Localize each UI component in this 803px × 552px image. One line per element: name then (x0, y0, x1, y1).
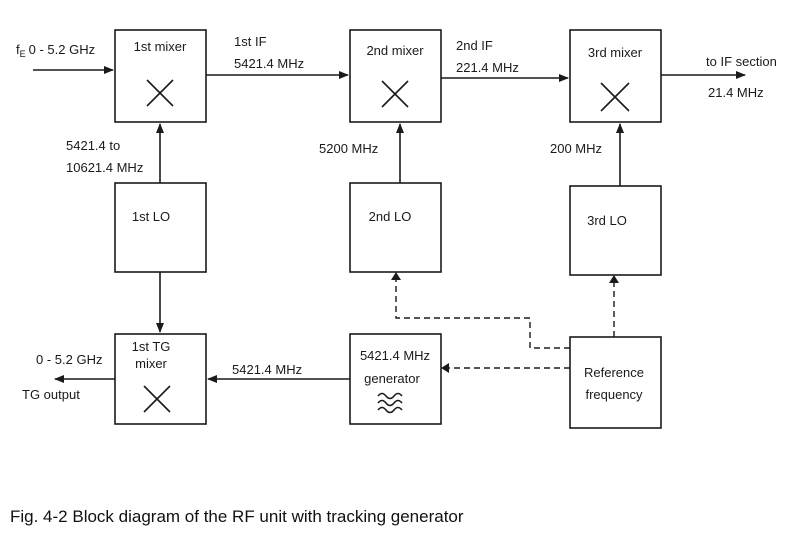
mixer-3-label: 3rd mixer (588, 45, 643, 60)
arrow-head-icon (441, 363, 449, 373)
if2-label-line2: 221.4 MHz (456, 60, 519, 75)
lo3-freq-label: 200 MHz (550, 141, 602, 156)
mixer-2-block: 2nd mixer (349, 29, 442, 123)
if2-label-line1: 2nd IF (456, 38, 493, 53)
lo-1-label: 1st LO (132, 209, 170, 224)
reference-label-line1: Reference (584, 365, 644, 380)
lo-3-label: 3rd LO (587, 213, 627, 228)
reference-label-line2: frequency (585, 387, 643, 402)
output-label-line1: to IF section (706, 54, 777, 69)
reference-frequency-block: Reference frequency (569, 336, 662, 429)
mixer-1-block: 1st mixer (114, 29, 207, 123)
arrow-head-icon (609, 275, 619, 283)
tg-mixer-block: 1st TG mixer (114, 333, 207, 425)
if1-label-line1: 1st IF (234, 34, 267, 49)
lo-2-block: 2nd LO (349, 182, 442, 273)
mixer-2-label: 2nd mixer (366, 43, 424, 58)
if1-label-line2: 5421.4 MHz (234, 56, 304, 71)
ref-to-lo2-dashed (395, 276, 570, 349)
lo2-freq-label: 5200 MHz (319, 141, 378, 156)
waveform-icon (377, 392, 403, 414)
mixer-cross-icon (600, 82, 630, 112)
tg-output-label: TG output (22, 387, 80, 402)
output-label-line2: 21.4 MHz (708, 85, 764, 100)
generator-output-label: 5421.4 MHz (232, 362, 302, 377)
generator-block: 5421.4 MHz generator (349, 333, 442, 425)
lo-1-block: 1st LO (114, 182, 207, 273)
lo1-freq-line2: 10621.4 MHz (66, 160, 143, 175)
lo-2-label: 2nd LO (369, 209, 412, 224)
mixer-1-label: 1st mixer (134, 39, 187, 54)
lo1-freq-line1: 5421.4 to (66, 138, 120, 153)
tg-mixer-label-line1: 1st TG (132, 339, 171, 354)
tg-range-label: 0 - 5.2 GHz (36, 352, 102, 367)
mixer-cross-icon (381, 80, 409, 108)
mixer-cross-icon (143, 385, 171, 413)
generator-label-line1: 5421.4 MHz (360, 348, 430, 363)
mixer-3-block: 3rd mixer (569, 29, 662, 123)
mixer-cross-icon (146, 79, 174, 107)
generator-label-line2: generator (364, 371, 420, 386)
lo-3-block: 3rd LO (569, 185, 662, 276)
arrow-head-icon (391, 272, 401, 280)
figure-caption: Fig. 4-2 Block diagram of the RF unit wi… (10, 507, 464, 526)
tg-mixer-label-line2: mixer (135, 356, 167, 371)
